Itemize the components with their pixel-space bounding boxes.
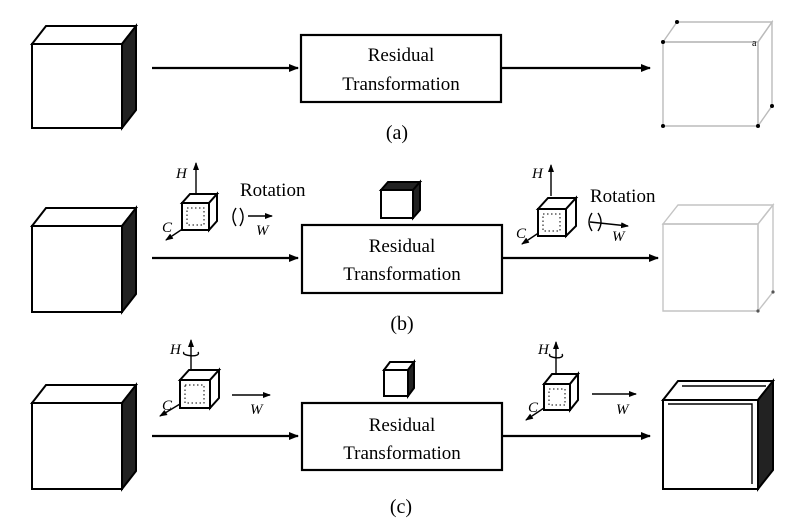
box-label-line2-c: Transformation	[343, 443, 461, 464]
axis-w-right-b: W	[612, 229, 626, 245]
output-cube-b	[661, 202, 775, 314]
caption-c: (c)	[390, 496, 412, 518]
caption-b: (b)	[390, 313, 413, 335]
small-cube-top-b	[378, 179, 423, 221]
residual-box-c	[300, 401, 504, 472]
axis-w-left-c: W	[250, 402, 264, 418]
small-cube-right-c	[525, 341, 637, 421]
small-cube-right-b	[521, 164, 629, 245]
row-c: H C W Residual Transformation H C W	[29, 339, 776, 518]
residual-box-b	[300, 223, 504, 295]
small-cube-left-b	[165, 162, 273, 241]
input-cube-a	[29, 23, 139, 131]
output-cube-c	[660, 378, 776, 492]
rotation-label-left-b: Rotation	[240, 180, 306, 201]
rotation-label-right-b: Rotation	[590, 186, 656, 207]
box-label-line1-c: Residual	[369, 415, 436, 436]
axis-c-left-b: C	[162, 220, 173, 236]
axis-h-right-b: H	[531, 166, 544, 182]
axis-h-left-c: H	[169, 342, 182, 358]
axis-c-right-c: C	[528, 400, 539, 416]
box-label-line2-a: Transformation	[342, 74, 460, 95]
input-cube-c	[29, 382, 139, 492]
box-label-line2-b: Transformation	[343, 264, 461, 285]
axis-h-left-b: H	[175, 166, 188, 182]
row-a: Residual Transformation a (a)	[29, 19, 774, 144]
caption-a: (a)	[386, 122, 408, 144]
box-label-line1-b: Residual	[369, 236, 436, 257]
axis-c-right-b: C	[516, 226, 527, 242]
input-cube-b	[29, 205, 139, 315]
output-cube-a: a	[661, 19, 774, 129]
small-cube-top-c	[382, 359, 416, 399]
axis-w-right-c: W	[616, 402, 630, 418]
box-label-line1-a: Residual	[368, 45, 435, 66]
residual-box-a	[299, 33, 503, 104]
row-b: H C W Rotation Residual Transformation H…	[29, 162, 775, 335]
axis-h-right-c: H	[537, 342, 550, 358]
small-cube-left-c	[159, 339, 271, 417]
axis-w-left-b: W	[256, 223, 270, 239]
axis-c-left-c: C	[162, 398, 173, 414]
svg-text:a: a	[752, 38, 757, 49]
